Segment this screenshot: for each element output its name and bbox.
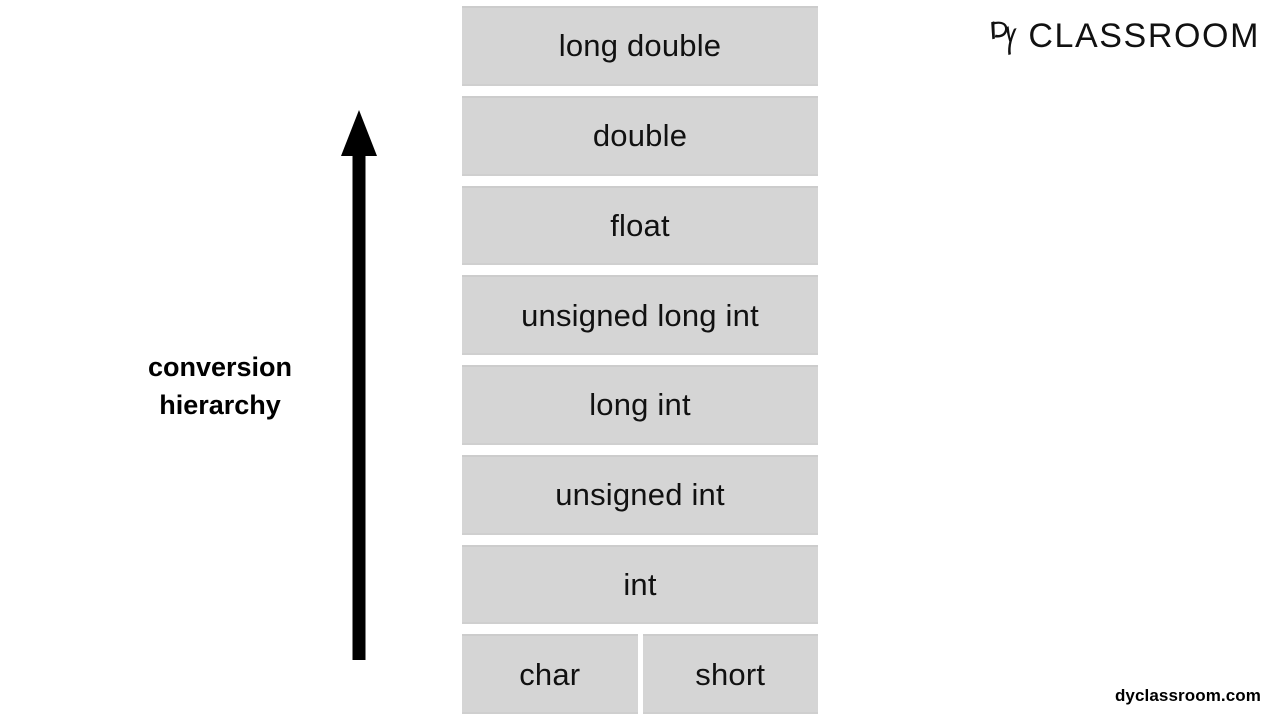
- type-box-label: char: [519, 656, 581, 692]
- type-box-char[interactable]: char: [462, 634, 638, 714]
- type-row: int: [462, 544, 818, 625]
- brand-wordmark: CLASSROOM: [1028, 17, 1260, 55]
- type-row: unsigned int: [462, 454, 818, 535]
- brand-logo: CLASSROOM: [989, 14, 1260, 58]
- caption-line-2: hierarchy: [159, 390, 281, 421]
- type-box-long-int[interactable]: long int: [462, 365, 818, 445]
- type-box-unsigned-int[interactable]: unsigned int: [462, 454, 818, 535]
- type-row: char short: [462, 634, 818, 714]
- type-row: long int: [462, 365, 818, 445]
- type-box-int[interactable]: int: [462, 544, 818, 625]
- type-box-label: long int: [589, 387, 691, 423]
- type-box-double[interactable]: double: [462, 95, 818, 176]
- type-row: float: [462, 185, 818, 266]
- type-box-label: short: [695, 656, 766, 692]
- dy-monogram-icon: [991, 21, 1017, 55]
- type-box-long-double[interactable]: long double: [462, 6, 818, 86]
- type-box-label: int: [623, 566, 657, 602]
- type-row: unsigned long int: [462, 275, 818, 355]
- footer-site-url: dyclassroom.com: [1114, 686, 1261, 705]
- type-box-label: double: [592, 118, 688, 154]
- type-box-short[interactable]: short: [642, 634, 818, 714]
- type-box-label: float: [610, 207, 670, 243]
- type-box-unsigned-long-int[interactable]: unsigned long int: [462, 275, 818, 355]
- type-box-float[interactable]: float: [462, 185, 818, 266]
- caption-line-1: conversion: [147, 352, 293, 382]
- hierarchy-caption: conversion hierarchy: [90, 348, 350, 425]
- type-row: double: [462, 95, 818, 176]
- type-hierarchy-stack: long double double float unsigned long i…: [462, 6, 818, 714]
- type-row: long double: [462, 6, 818, 86]
- type-box-label: long double: [558, 28, 722, 64]
- type-box-label: unsigned int: [555, 477, 725, 513]
- arrow-up-icon: [341, 110, 377, 660]
- type-box-label: unsigned long int: [521, 297, 759, 333]
